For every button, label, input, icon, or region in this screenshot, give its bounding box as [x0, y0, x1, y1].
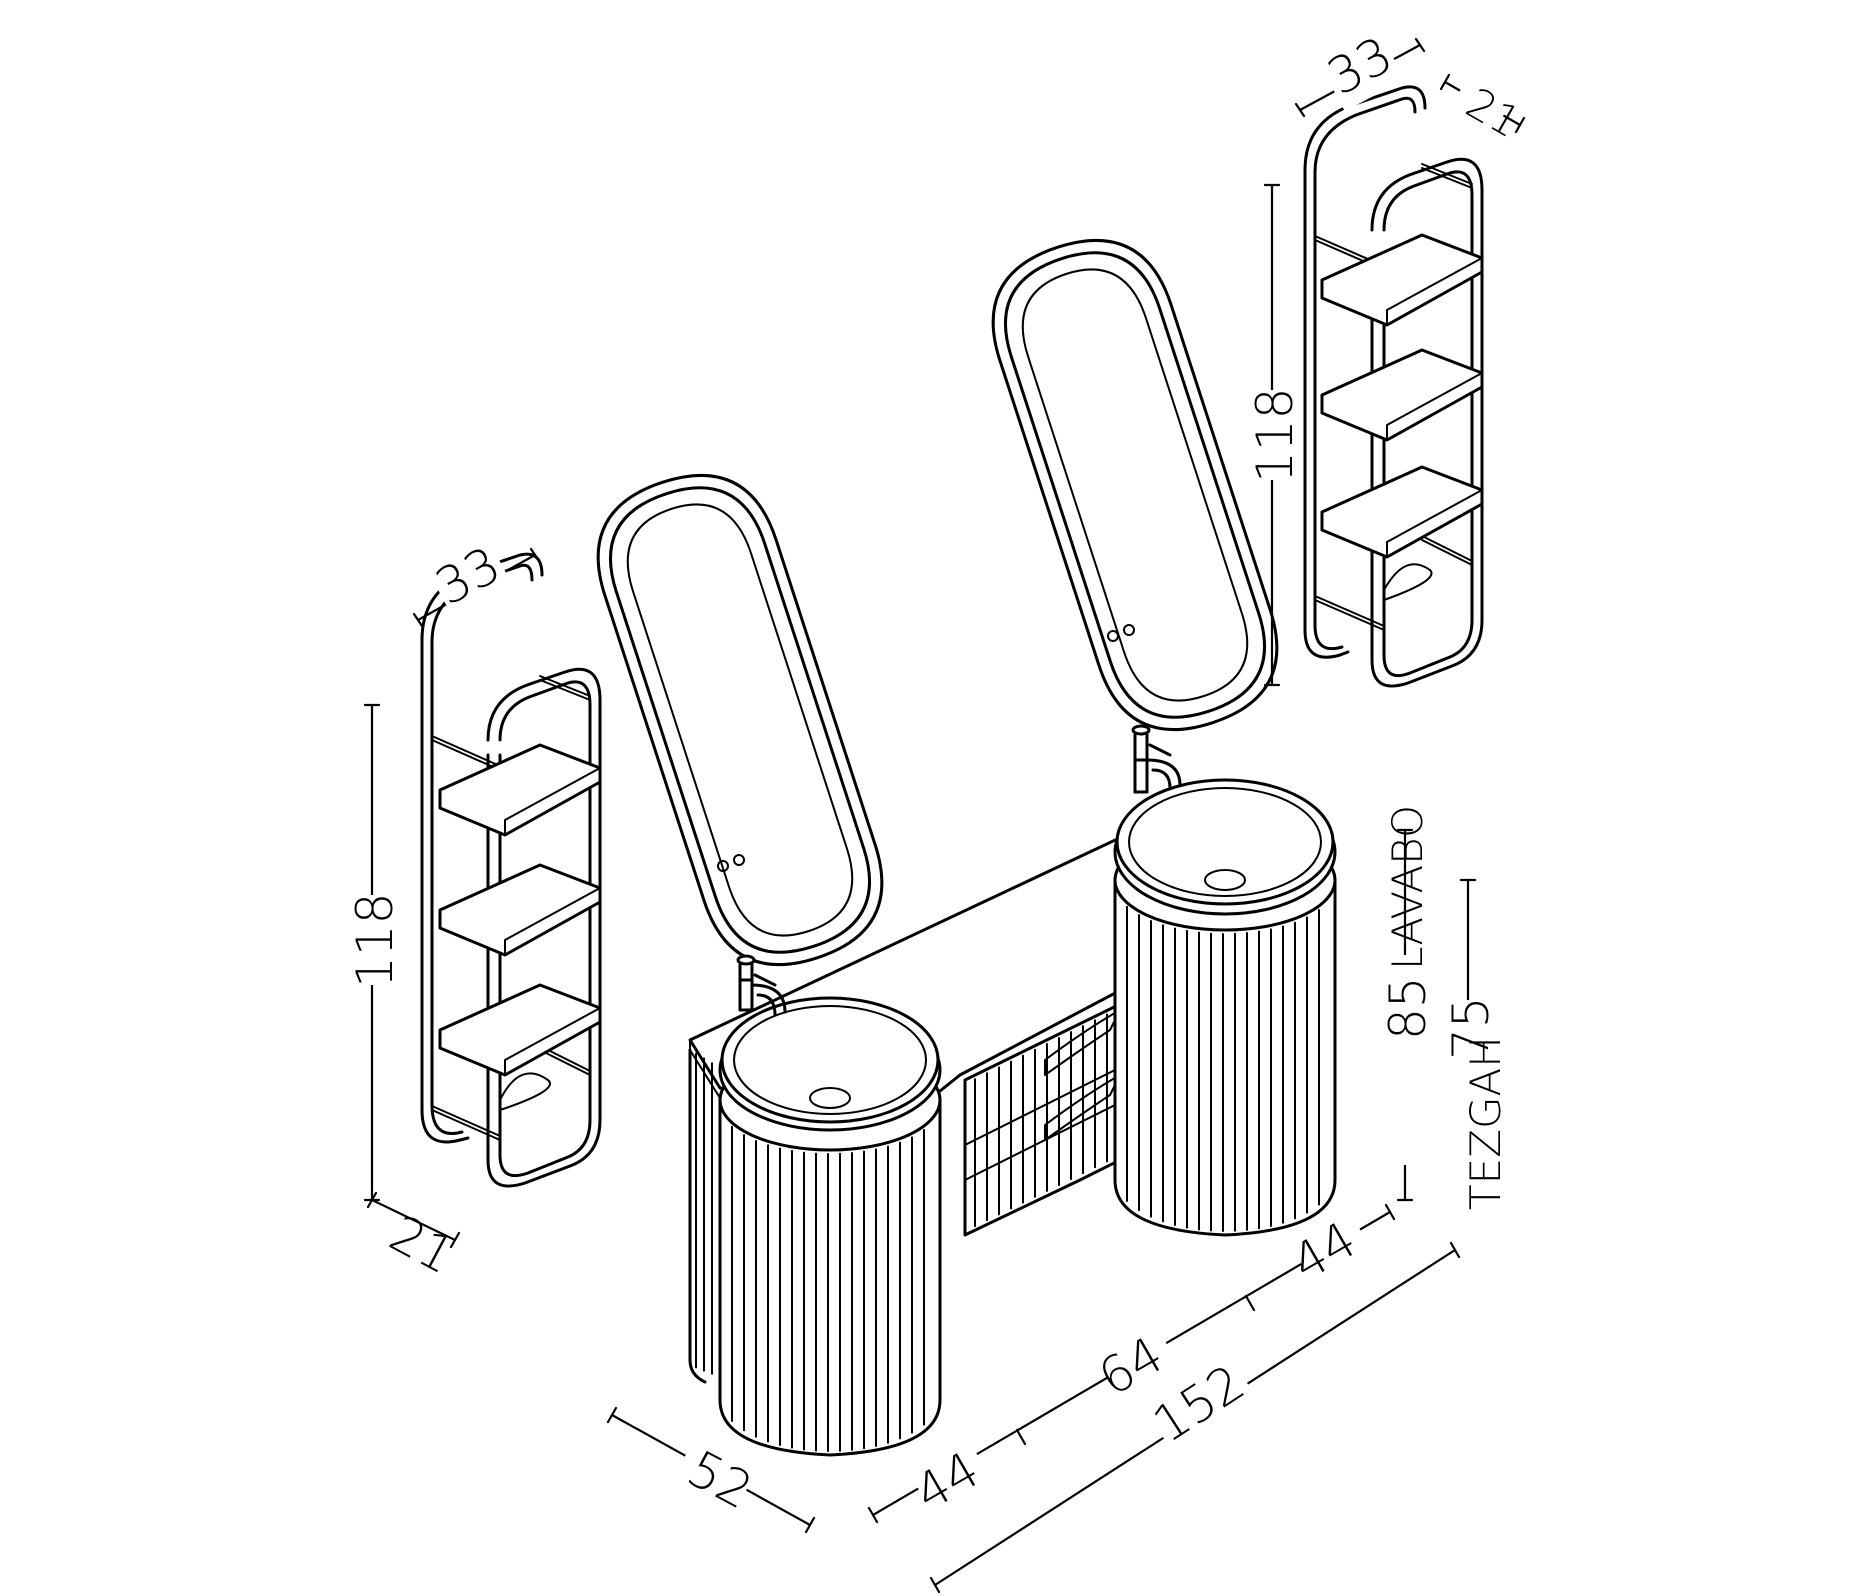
- mirror-touch-icon: [717, 860, 729, 872]
- mirror-touch-icon: [1123, 624, 1135, 636]
- dim-basin-height: 85: [1379, 976, 1437, 1040]
- dim-right-shelf-height: 118: [1246, 388, 1304, 483]
- left-shelf-unit: [420, 552, 602, 1188]
- label-basin: LAVABO: [1383, 805, 1432, 970]
- mirror-touch-icon: [733, 854, 745, 866]
- dim-left-shelf-depth: 21: [380, 1204, 463, 1285]
- mirror-touch-icon: [1107, 630, 1119, 642]
- dim-segment-left: 44: [905, 1440, 989, 1522]
- dim-left-shelf-height: 118: [346, 893, 404, 988]
- right-mirror: [991, 238, 1279, 732]
- dim-left-shelf-width: 33: [426, 536, 509, 617]
- label-counter: TEZGAH: [1461, 1036, 1510, 1210]
- dim-counter-height: 75: [1442, 996, 1500, 1060]
- right-shelf-unit: [1303, 85, 1484, 688]
- vanity-unit: [688, 724, 1337, 1457]
- left-mirror: [596, 473, 884, 967]
